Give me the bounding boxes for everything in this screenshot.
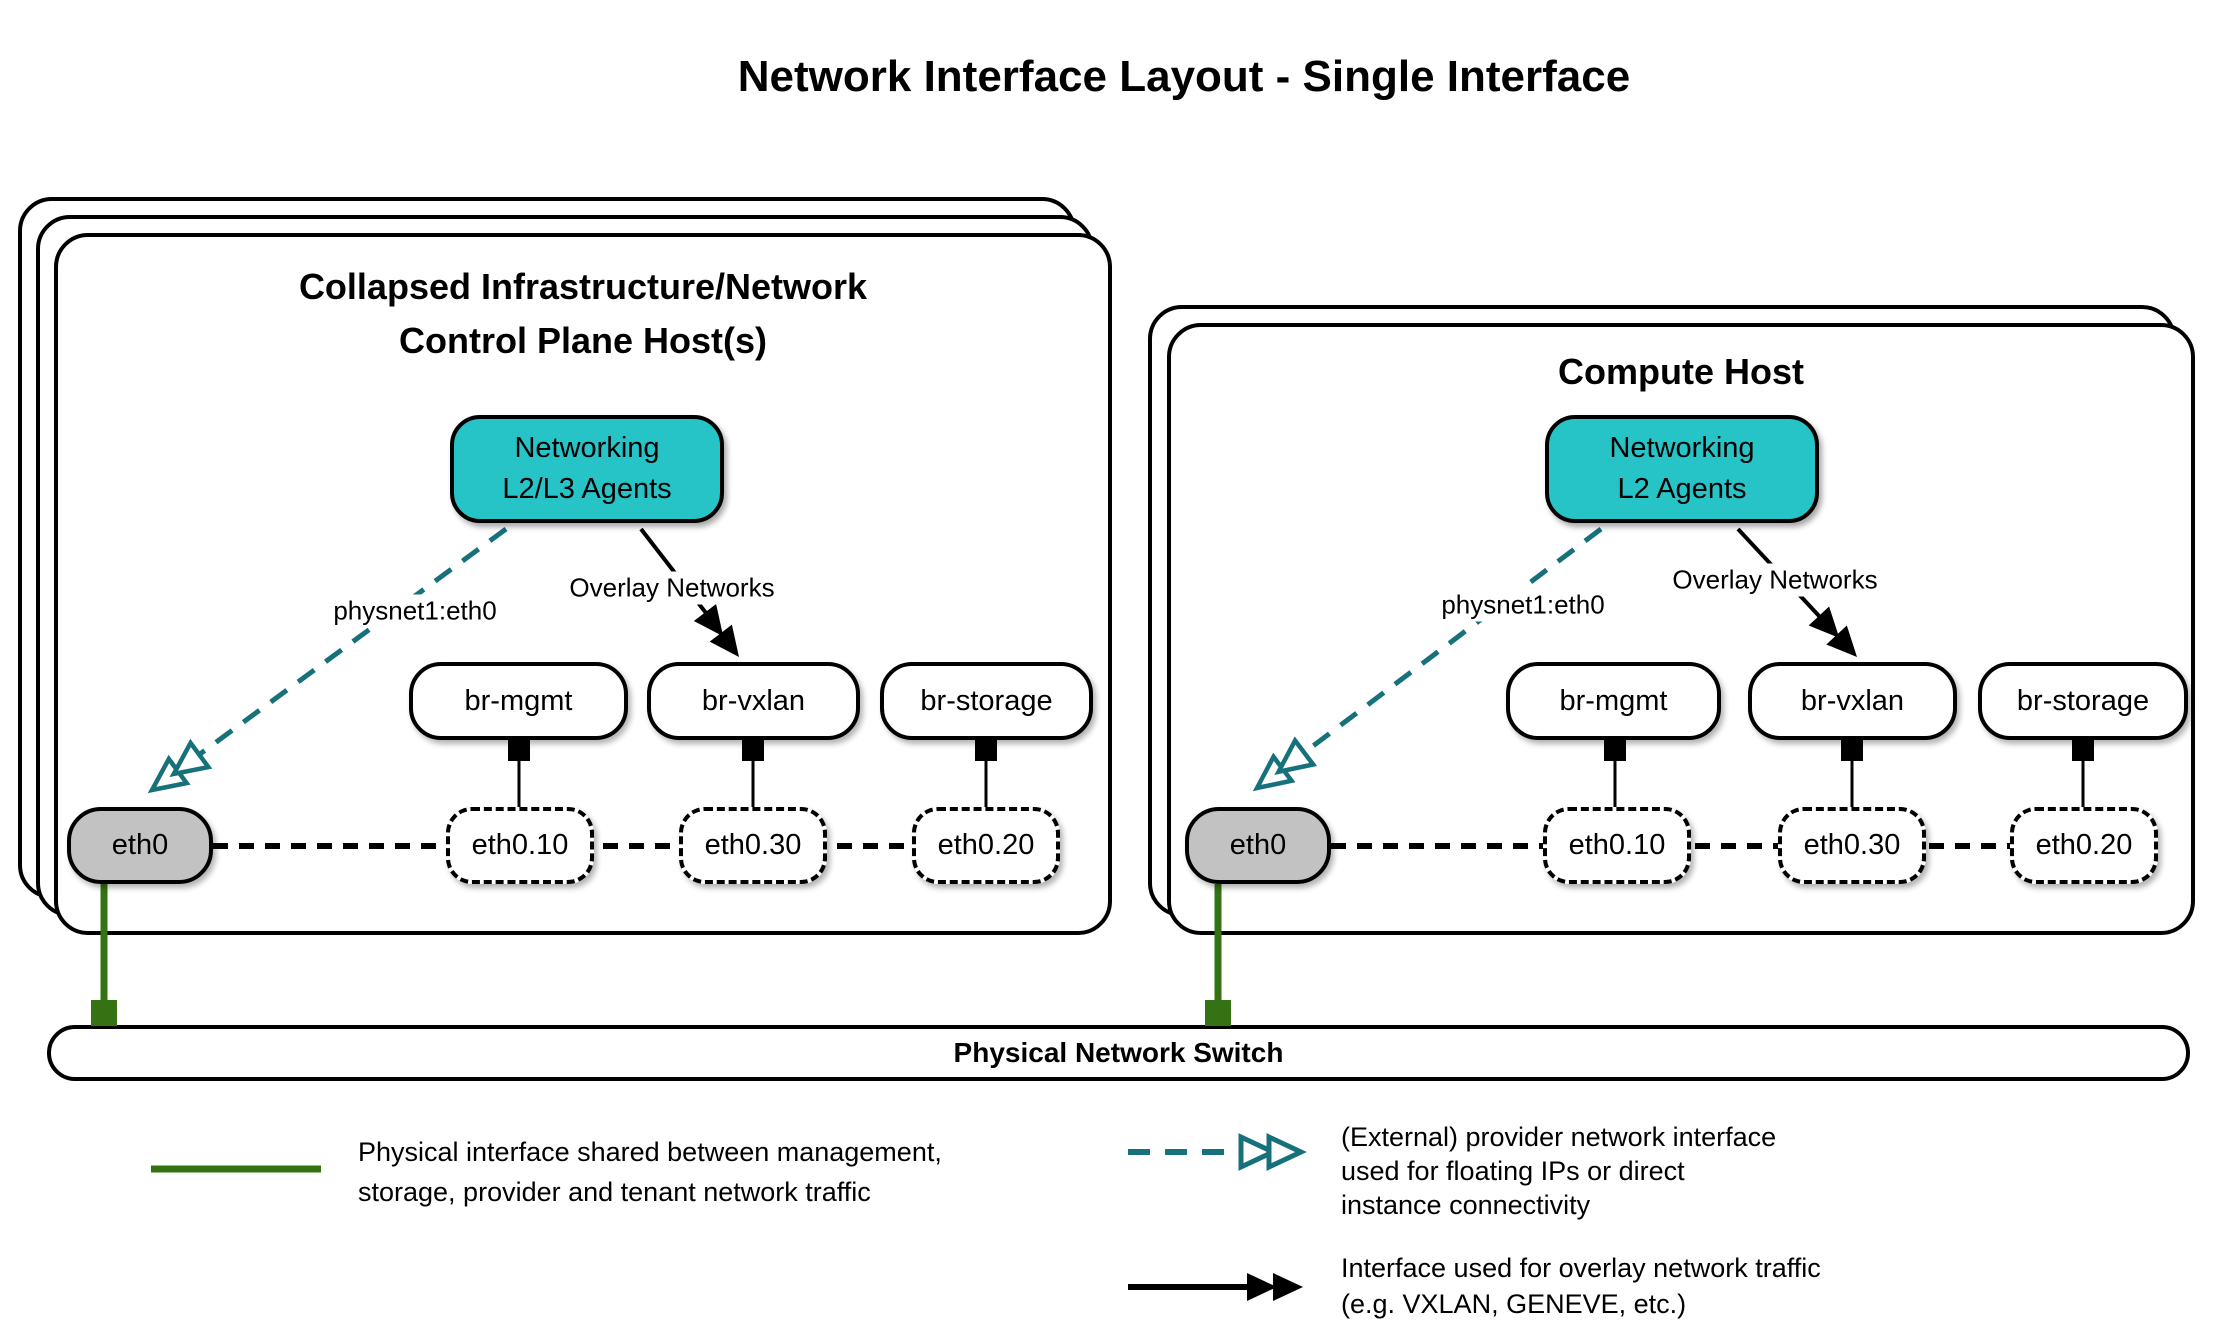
legend-physical-line1: Physical interface shared between manage… <box>358 1137 942 1167</box>
left-vlan-eth0-10: eth0.10 <box>446 807 594 884</box>
right-host-title: Compute Host <box>1558 351 1804 392</box>
left-provider-dashed-line <box>198 526 508 757</box>
bridge-stub <box>1841 739 1863 761</box>
right-uplink-connector <box>1205 1000 1231 1026</box>
left-overlay-label: Overlay Networks <box>565 571 779 605</box>
legend-provider-text: (External) provider network interface us… <box>1341 1120 1776 1222</box>
page-title: Network Interface Layout - Single Interf… <box>737 52 1631 101</box>
double-open-arrowhead-icon <box>1252 736 1318 792</box>
legend-provider-line1: (External) provider network interface <box>1341 1122 1777 1152</box>
right-bridge-br-storage: br-storage <box>1978 662 2188 740</box>
legend-physical-text: Physical interface shared between manage… <box>358 1132 942 1212</box>
right-provider-dashed-line <box>1303 527 1603 754</box>
bridge-stub <box>508 739 530 761</box>
legend-overlay-line2: (e.g. VXLAN, GENEVE, etc.) <box>1341 1289 1687 1319</box>
legend-overlay-line1: Interface used for overlay network traff… <box>1341 1253 1821 1283</box>
right-bridge-br-vxlan: br-vxlan <box>1748 662 1957 740</box>
double-filled-arrowhead-icon <box>1808 606 1857 657</box>
bridge-stub <box>1604 739 1626 761</box>
agent-label-line1: Networking <box>1609 432 1755 464</box>
agent-label-line2: L2/L3 Agents <box>502 473 672 505</box>
left-provider-arrow <box>147 526 508 794</box>
left-host-title-line1: Collapsed Infrastructure/Network <box>298 266 868 307</box>
right-bridge-stubs <box>1604 739 2094 807</box>
right-vlan-eth0-20: eth0.20 <box>2010 807 2158 884</box>
right-bridge-br-mgmt: br-mgmt <box>1506 662 1721 740</box>
legend-physical-line2: storage, provider and tenant network tra… <box>358 1177 871 1207</box>
left-bridge-br-vxlan: br-vxlan <box>647 662 860 740</box>
left-networking-agents-node: Networking L2/L3 Agents <box>450 415 724 523</box>
right-physical-uplink <box>1205 884 1231 1026</box>
left-bridge-br-storage: br-storage <box>880 662 1093 740</box>
legend-overlay-text: Interface used for overlay network traff… <box>1341 1250 1821 1322</box>
double-open-arrowhead-icon <box>147 738 213 794</box>
right-overlay-arrow <box>1736 527 1857 657</box>
right-nic-eth0: eth0 <box>1185 807 1331 884</box>
legend-provider-arrow-icon <box>1128 1133 1307 1171</box>
left-host-title: Collapsed Infrastructure/Network Control… <box>54 260 1112 368</box>
double-filled-arrowhead-icon <box>693 604 739 657</box>
left-nic-eth0: eth0 <box>67 807 213 884</box>
right-overlay-label: Overlay Networks <box>1668 563 1882 597</box>
agent-label-line2: L2 Agents <box>1617 473 1747 505</box>
left-vlan-eth0-30: eth0.30 <box>679 807 827 884</box>
right-vlan-eth0-30: eth0.30 <box>1778 807 1926 884</box>
bridge-stub <box>742 739 764 761</box>
bridge-stub <box>2072 739 2094 761</box>
bridge-stub <box>975 739 997 761</box>
left-bridge-stubs <box>508 739 997 807</box>
switch-label: Physical Network Switch <box>953 1037 1284 1068</box>
right-networking-agents-node: Networking L2 Agents <box>1545 415 1819 523</box>
left-host-title-line2: Control Plane Host(s) <box>398 320 767 361</box>
legend-provider-line2: used for floating IPs or direct <box>1341 1156 1685 1186</box>
left-physnet-label: physnet1:eth0 <box>329 594 501 628</box>
left-bridge-br-mgmt: br-mgmt <box>409 662 628 740</box>
agent-label-line1: Networking <box>514 432 660 464</box>
legend-overlay-arrow-icon <box>1128 1273 1303 1301</box>
right-physnet-label: physnet1:eth0 <box>1437 588 1609 622</box>
left-uplink-connector <box>91 1000 117 1026</box>
physical-network-switch: Physical Network Switch <box>47 1025 2190 1081</box>
legend-provider-line3: instance connectivity <box>1341 1190 1591 1220</box>
right-vlan-eth0-10: eth0.10 <box>1543 807 1691 884</box>
left-physical-uplink <box>91 884 117 1026</box>
left-vlan-eth0-20: eth0.20 <box>912 807 1060 884</box>
right-provider-arrow <box>1252 527 1603 792</box>
